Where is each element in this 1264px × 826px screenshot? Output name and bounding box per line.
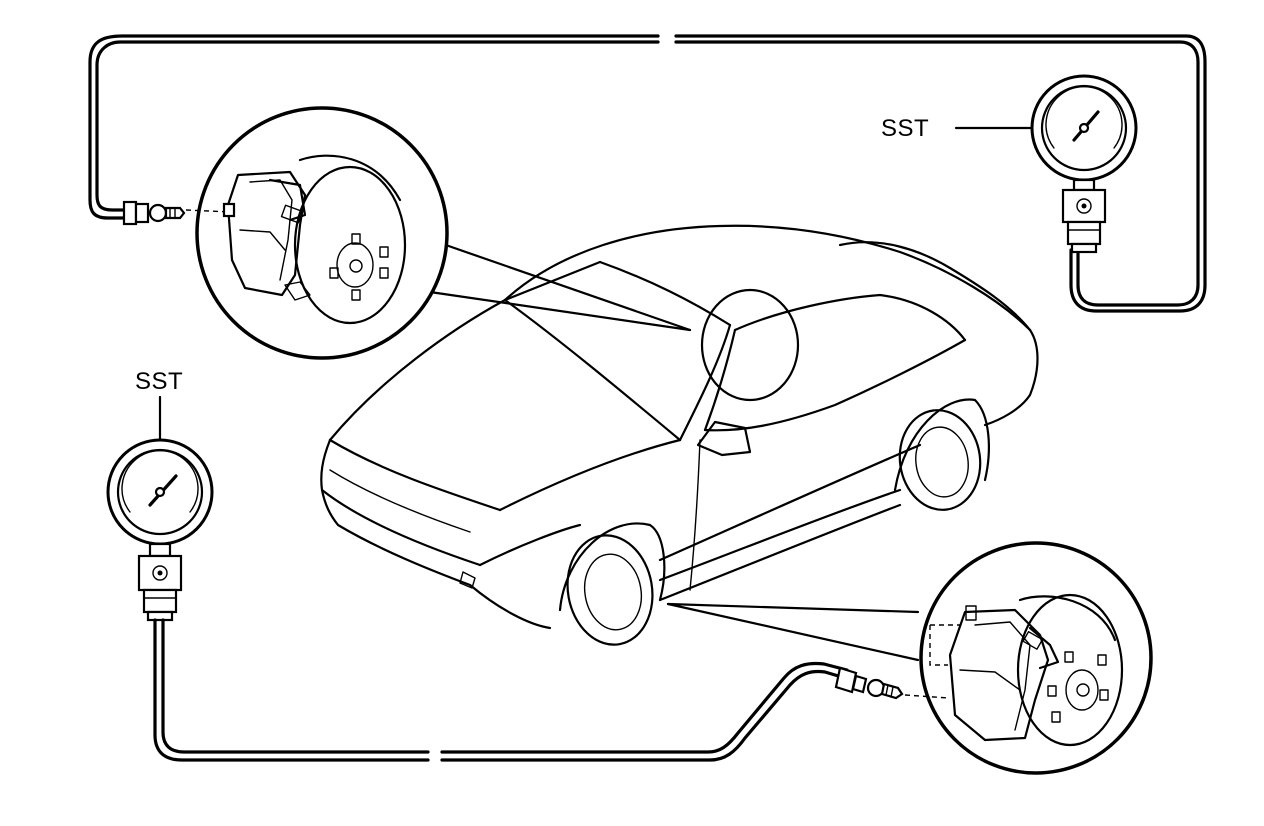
sst-gauge-label-left: SST [135, 368, 184, 395]
car-body [320, 224, 1039, 646]
pressure-gauge-left [106, 395, 214, 622]
front-brake-callout [185, 106, 449, 360]
bleeder-fitting-rear [834, 666, 904, 700]
hose-bottom [153, 618, 849, 762]
rear-brake-callout [904, 541, 1153, 775]
hose-top [88, 34, 1207, 313]
bleeder-fitting-front [122, 200, 186, 226]
pressure-gauge-right [954, 74, 1138, 254]
callout-leaders [428, 241, 920, 662]
sst-gauge-label-right: SST [881, 115, 930, 142]
